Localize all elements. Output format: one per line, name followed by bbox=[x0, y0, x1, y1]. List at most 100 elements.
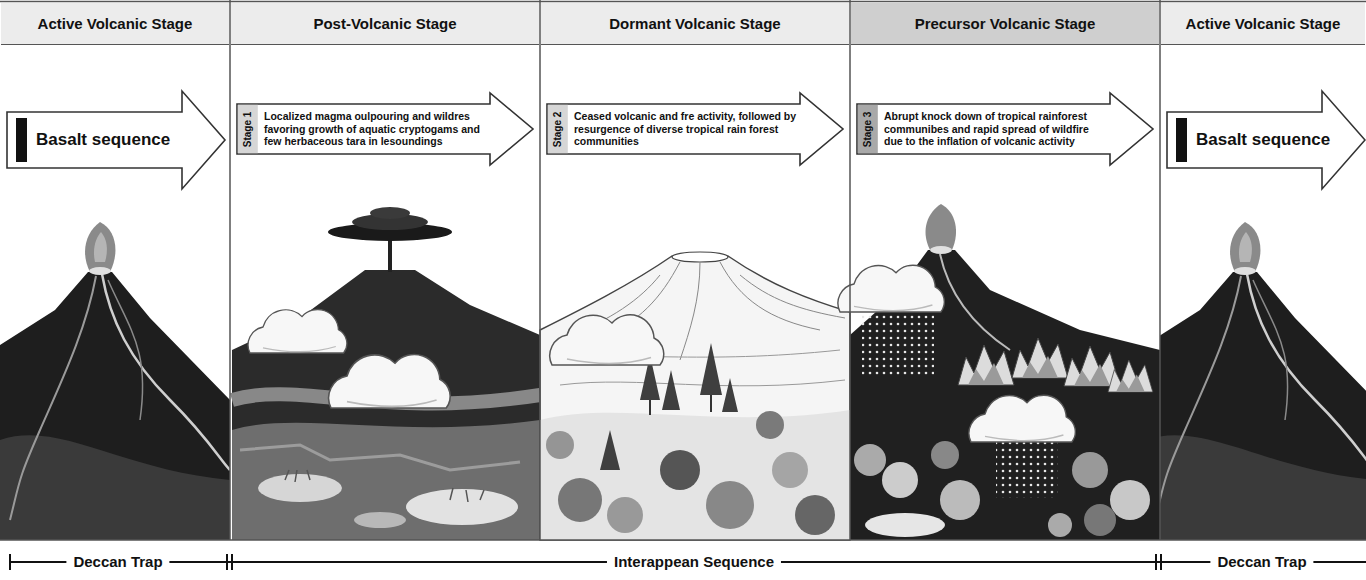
post-volcanic-scene bbox=[258, 474, 342, 502]
dormant-scene bbox=[795, 495, 835, 535]
post-volcanic-scene bbox=[240, 445, 520, 470]
stage-panel: Precursor Volcanic StageStage 3 Abrupt kn… bbox=[850, 0, 1160, 540]
arrow-outline bbox=[237, 93, 533, 165]
precursor-scene bbox=[940, 480, 980, 520]
precursor-scene bbox=[940, 254, 1010, 350]
precursor-scene bbox=[930, 246, 952, 254]
range-bar bbox=[9, 554, 11, 570]
stage-panel: Active Volcanic StageBasalt sequence bbox=[1160, 0, 1366, 540]
frame-lines bbox=[229, 0, 231, 540]
range-label: Deccan Trap bbox=[66, 552, 169, 572]
dormant-scene bbox=[607, 497, 643, 533]
stage-strip-fill bbox=[238, 105, 258, 153]
stage-number: Stage 2 bbox=[553, 111, 564, 147]
arrow-outline bbox=[7, 91, 225, 189]
stage-arrow: Stage 2 Ceased volcanic and fre activity,… bbox=[546, 92, 844, 166]
stage-number: Stage 1 bbox=[243, 111, 254, 147]
stage-arrow: Stage 3 Abrupt knock down of tropical rai… bbox=[856, 92, 1154, 166]
precursor-scene bbox=[996, 436, 1058, 498]
dormant-scene bbox=[756, 411, 784, 439]
stage-strip: Stage 3 bbox=[858, 105, 878, 153]
range-bar bbox=[226, 554, 228, 570]
stage-description: Localized magma oulpouring and wildres f… bbox=[264, 110, 488, 148]
dormant-scene bbox=[546, 431, 574, 459]
arrow-label: Basalt sequence bbox=[36, 130, 170, 150]
arrow-label: Basalt sequence bbox=[1196, 130, 1330, 150]
dormant-scene bbox=[710, 395, 712, 412]
post-volcanic-scene bbox=[232, 207, 540, 540]
precursor-scene bbox=[1110, 480, 1150, 520]
stage-heading: Dormant Volcanic Stage bbox=[541, 3, 849, 45]
basalt-arrow: Basalt sequence bbox=[6, 90, 226, 190]
stage-heading: Precursor Volcanic Stage bbox=[851, 3, 1159, 45]
frame-lines bbox=[0, 539, 1366, 541]
active-volcano bbox=[1160, 222, 1366, 540]
active-volcano bbox=[0, 222, 230, 540]
post-volcanic-scene bbox=[370, 207, 410, 219]
stage-strip: Stage 2 bbox=[548, 105, 568, 153]
range-label: Interappean Sequence bbox=[607, 552, 781, 572]
post-volcanic-scene bbox=[232, 270, 540, 540]
frame-lines bbox=[0, 0, 1366, 540]
range-bar bbox=[231, 554, 233, 570]
post-volcanic-scene bbox=[406, 489, 518, 525]
stage-panel: Post-Volcanic StageStage 1 Localized magm… bbox=[230, 0, 540, 540]
dormant-scene bbox=[706, 481, 754, 529]
stage-panel: Active Volcanic StageBasalt sequence bbox=[0, 0, 230, 540]
stage-heading: Active Volcanic Stage bbox=[1161, 3, 1365, 45]
precursor-scene bbox=[854, 444, 886, 476]
precursor-scene bbox=[865, 513, 945, 537]
dormant-scene bbox=[558, 478, 602, 522]
range-label-holder: Interappean Sequence bbox=[607, 552, 781, 572]
stage-heading: Active Volcanic Stage bbox=[1, 3, 229, 45]
range-label: Deccan Trap bbox=[1210, 552, 1313, 572]
stage-strip: Stage 1 bbox=[238, 105, 258, 153]
dormant-scene bbox=[550, 315, 664, 365]
stage-heading: Post-Volcanic Stage bbox=[231, 3, 539, 45]
post-volcanic-scene bbox=[285, 470, 484, 502]
precursor-scene bbox=[958, 345, 1014, 385]
range-label-holder: Deccan Trap bbox=[66, 552, 169, 572]
stage-description: Ceased volcanic and fre activity, follow… bbox=[574, 110, 798, 148]
post-volcanic-scene bbox=[248, 310, 347, 353]
post-volcanic-scene bbox=[354, 512, 406, 528]
basalt-bar bbox=[1176, 118, 1187, 162]
precursor-scene bbox=[931, 441, 959, 469]
dormant-scene bbox=[772, 452, 808, 488]
range-bar bbox=[1160, 554, 1162, 570]
arrow-outline bbox=[857, 93, 1153, 165]
dormant-scene bbox=[540, 410, 850, 540]
dormant-scene bbox=[540, 256, 850, 540]
precursor-scene bbox=[1108, 360, 1153, 392]
precursor-scene bbox=[838, 204, 1160, 540]
precursor-scene bbox=[1012, 338, 1068, 378]
dormant-scene bbox=[660, 450, 700, 490]
arrow-outline bbox=[1167, 91, 1365, 189]
post-volcanic-scene bbox=[232, 420, 540, 540]
range-label-holder: Deccan Trap bbox=[1210, 552, 1313, 572]
stage-strip-fill bbox=[548, 105, 568, 153]
range-bar bbox=[1155, 554, 1157, 570]
active-volcano bbox=[1160, 222, 1366, 540]
precursor-scene bbox=[1084, 504, 1116, 536]
precursor-scene bbox=[969, 395, 1075, 442]
precursor-scene bbox=[1048, 513, 1072, 537]
frame-lines bbox=[1159, 0, 1161, 540]
precursor-scene bbox=[838, 265, 944, 312]
dormant-scene bbox=[649, 400, 651, 415]
dormant-scene bbox=[540, 252, 850, 540]
precursor-scene bbox=[1072, 452, 1108, 488]
precursor-scene bbox=[862, 306, 934, 376]
frame-lines bbox=[539, 0, 541, 540]
post-volcanic-scene bbox=[329, 355, 451, 408]
stage-number: Stage 3 bbox=[863, 111, 874, 147]
post-volcanic-scene bbox=[388, 236, 392, 272]
precursor-scene bbox=[882, 462, 918, 498]
stage-strip-fill bbox=[858, 105, 878, 153]
dormant-scene bbox=[672, 252, 728, 262]
stage-description: Abrupt knock down of tropical rainforest… bbox=[884, 110, 1108, 148]
basalt-arrow: Basalt sequence bbox=[1166, 90, 1366, 190]
precursor-scene bbox=[926, 204, 957, 250]
